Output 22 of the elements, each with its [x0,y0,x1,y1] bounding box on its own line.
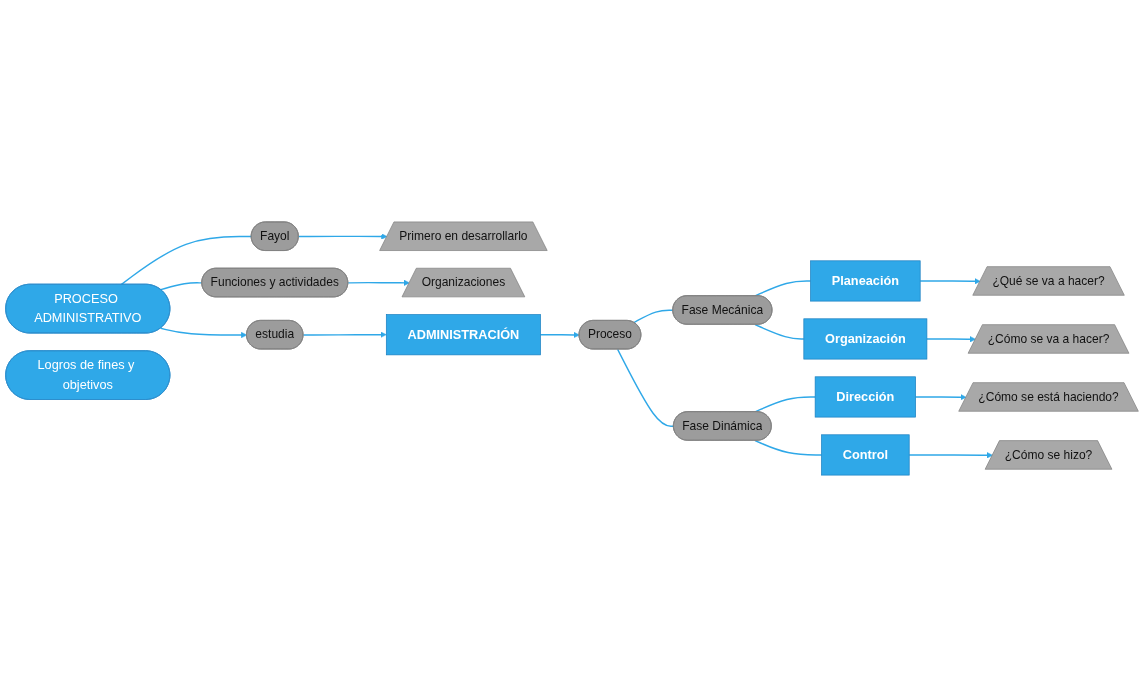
arrow [302,331,387,338]
connector [633,309,674,324]
connector [754,396,816,413]
arrow [908,452,993,459]
connector [754,439,823,456]
arrow [539,331,580,339]
connector [120,235,253,286]
connector [160,282,203,291]
connector [616,348,675,427]
arrow [347,279,410,286]
arrow [160,327,248,339]
node-box: Control [821,434,910,476]
arrow [919,278,981,285]
node-box: Planeación [810,260,921,302]
connector [754,323,805,340]
arrow [914,394,967,401]
connector [754,280,812,297]
arrow [926,336,976,343]
node-box: ADMINISTRACIÓN [385,314,541,356]
arrow [298,233,388,240]
node-box: Dirección [814,376,916,418]
node-box: Organización [803,318,928,360]
